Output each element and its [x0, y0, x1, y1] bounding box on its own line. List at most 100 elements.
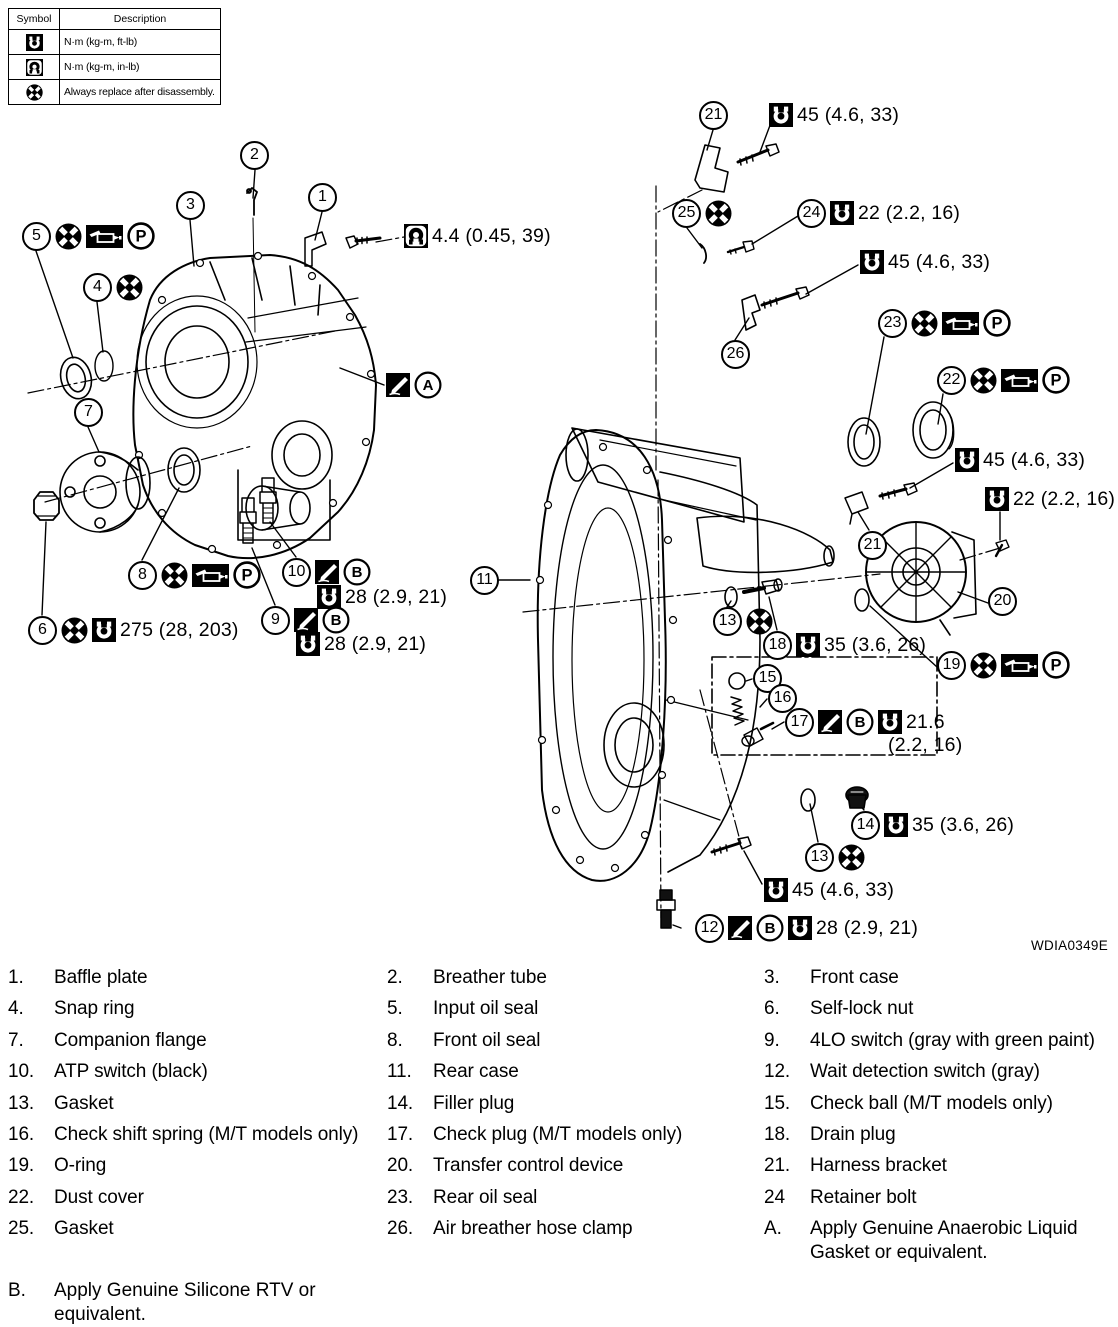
- annotation-25: 20: [988, 586, 1017, 616]
- callout-10: 10: [282, 557, 311, 587]
- mt-parts-box: [711, 656, 938, 756]
- apply-sealant-pencil-icon: [315, 560, 339, 584]
- exploded-view-artwork: [27, 119, 1010, 929]
- part-label: Transfer control device: [433, 1155, 624, 1177]
- note-b: B.Apply Genuine Silicone RTV or equivale…: [8, 1279, 358, 1327]
- always-replace-icon: [970, 652, 997, 678]
- torque-ftlb-icon: [769, 103, 793, 127]
- part-label: 4LO switch (gray with green paint): [810, 1029, 1095, 1051]
- annotation-16: 25: [672, 198, 732, 228]
- svg-text:B: B: [855, 714, 866, 731]
- annotation-7: 7: [74, 397, 103, 427]
- part-label: Self-lock nut: [810, 998, 914, 1020]
- legend-symbol-cell: [8, 79, 60, 105]
- callout-8: 8: [128, 560, 157, 590]
- torque-ftlb-icon: [764, 878, 788, 902]
- part-item-8: 8.Front oil seal: [387, 1029, 764, 1060]
- part-number: 13.: [8, 1092, 35, 1114]
- always-replace-icon: [55, 223, 82, 249]
- part-label: Filler plug: [433, 1092, 515, 1114]
- o-ring-19-part: [854, 588, 870, 612]
- symbol-legend-table: Symbol Description N·m (kg-m, ft-lb)N·m …: [8, 8, 221, 105]
- part-item-15: 15.Check ball (M/T models only): [764, 1092, 1112, 1123]
- note-a-badge-icon: A: [414, 371, 442, 399]
- legend-header-description: Description: [59, 8, 221, 30]
- part-item-7: 7.Companion flange: [8, 1029, 387, 1060]
- annotation-10: 28 (2.9, 21): [317, 582, 447, 612]
- torque-ftlb-icon: [878, 710, 902, 734]
- torque-inlb-icon: [25, 58, 43, 76]
- part-number: 7.: [8, 1029, 24, 1051]
- part-label: Dust cover: [54, 1186, 144, 1208]
- bolt-45-mid-part: [878, 482, 918, 500]
- rear-case-part: [535, 427, 835, 882]
- annotation-13: 6 275 (28, 203): [28, 615, 239, 645]
- breather-tube-part: [246, 187, 258, 216]
- part-number: 23.: [387, 1186, 414, 1208]
- centerlines: [27, 185, 1001, 919]
- petroleum-symbol-icon: P: [983, 309, 1011, 337]
- part-label: Rear case: [433, 1061, 519, 1083]
- sealant-applicator-icon: [1001, 653, 1038, 677]
- svg-text:P: P: [241, 567, 252, 585]
- part-item-10: 10. ATP switch (black): [8, 1060, 387, 1091]
- check-shift-spring-part: [730, 696, 745, 726]
- part-number: 24: [764, 1186, 785, 1208]
- torque-value-text: 28 (2.9, 21): [324, 632, 427, 655]
- annotation-19: 26: [721, 339, 750, 369]
- part-item-14: 14.Filler plug: [387, 1092, 764, 1123]
- annotation-30: 15: [753, 663, 782, 693]
- part-label: Check shift spring (M/T models only): [54, 1123, 359, 1145]
- sealant-applicator-icon: [942, 311, 979, 335]
- torque-value-text: 35 (3.6, 26): [912, 813, 1015, 836]
- callout-3: 3: [176, 190, 205, 220]
- annotation-33: (2.2, 16): [888, 730, 962, 760]
- callout-1: 1: [308, 182, 337, 212]
- harness-bracket-top-part: [694, 144, 729, 193]
- part-item-6: 6.Self-lock nut: [764, 997, 1112, 1028]
- gasket-13-lower-part: [800, 788, 816, 812]
- part-number: 2.: [387, 967, 403, 988]
- callout-19: 19: [937, 650, 966, 680]
- svg-text:B: B: [765, 920, 776, 937]
- part-number: 18.: [764, 1123, 791, 1145]
- torque-ftlb-icon: [25, 33, 43, 51]
- apply-sealant-pencil-icon: [294, 608, 318, 632]
- annotation-27: 13: [713, 606, 773, 636]
- part-label: O-ring: [54, 1155, 107, 1177]
- annotation-4: 1: [308, 182, 337, 212]
- note-b-badge-icon: B: [343, 558, 371, 586]
- svg-text:P: P: [135, 228, 146, 246]
- torque-ftlb-icon: [860, 250, 884, 274]
- part-number: 10.: [8, 1061, 35, 1083]
- part-label: Harness bracket: [810, 1155, 947, 1177]
- callout-5: 5: [22, 221, 51, 251]
- part-label: ATP switch (black): [54, 1061, 208, 1083]
- torque-value-text: 275 (28, 203): [120, 618, 239, 641]
- part-item-18: 18.Drain plug: [764, 1123, 1112, 1154]
- part-item-25: 25.Gasket: [8, 1217, 387, 1265]
- part-label: Baffle plate: [54, 967, 148, 988]
- part-label: Apply Genuine Anaerobic Liquid Gasket or…: [810, 1218, 1078, 1264]
- always-replace-icon: [116, 274, 143, 300]
- always-replace-icon: [161, 562, 188, 588]
- bolt-45-upper-part: [760, 286, 810, 309]
- torque-value-text: 4.4 (0.45, 39): [432, 224, 551, 247]
- part-number: A.: [764, 1218, 782, 1240]
- part-item-4: 4.Snap ring: [8, 997, 387, 1028]
- legend-description-cell: Always replace after disassembly.: [59, 79, 221, 105]
- part-number: 22.: [8, 1186, 35, 1208]
- part-label: Wait detection switch (gray): [810, 1061, 1040, 1083]
- part-item-9: 9.4LO switch (gray with green paint): [764, 1029, 1112, 1060]
- callout-6: 6: [28, 615, 57, 645]
- part-number: 20.: [387, 1155, 414, 1177]
- note-b-badge-icon: B: [756, 914, 784, 942]
- callout-13: 13: [713, 606, 742, 636]
- legend-description-cell: N·m (kg-m, in-lb): [59, 54, 221, 80]
- bolt-22-part: [994, 539, 1010, 558]
